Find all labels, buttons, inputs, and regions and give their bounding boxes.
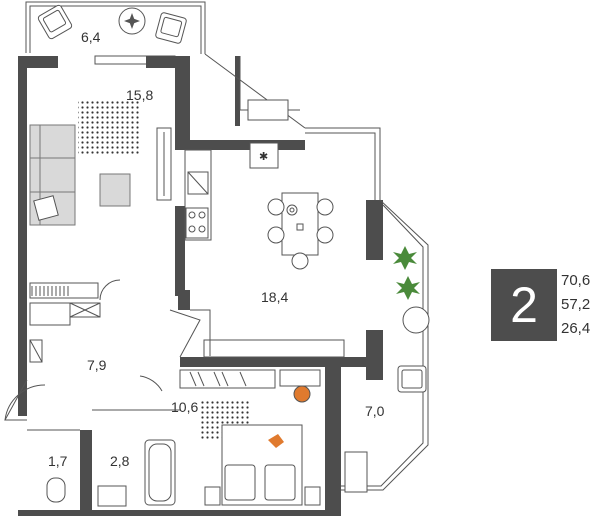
- bed-icon: [204, 424, 321, 506]
- plant-table-icon: [118, 7, 146, 35]
- kitchen-area: 26,4: [561, 320, 591, 337]
- wardrobe: [179, 369, 276, 389]
- stove-icon: [185, 207, 209, 239]
- sofa-icon: [29, 124, 76, 226]
- living-room: 15,8: [29, 87, 172, 301]
- balcony-top: 6,4: [25, 1, 206, 65]
- round-table: [402, 306, 430, 334]
- kitchen-bench: [203, 339, 345, 358]
- room-area-balcony-right: 7,0: [365, 403, 385, 419]
- bedroom: 10,6: [171, 369, 321, 506]
- room-area-bath: 2,8: [110, 453, 130, 469]
- rooms-count-badge: 2: [491, 269, 557, 341]
- desk-chair: [293, 385, 311, 403]
- armchair-icon: [155, 12, 187, 44]
- armchair-icon: [397, 365, 427, 393]
- plant-icon: [393, 246, 420, 300]
- room-area-wc: 1,7: [48, 453, 68, 469]
- room-area-living: 15,8: [126, 87, 153, 103]
- hall-bench: [29, 302, 71, 326]
- walls: [18, 56, 383, 516]
- bathrooms: 1,7 2,8: [27, 409, 180, 507]
- balcony-right: 7,0: [204, 53, 430, 493]
- desk: [279, 369, 321, 387]
- snowflake-icon: ✱: [259, 151, 268, 163]
- room-area-balcony-top: 6,4: [81, 29, 101, 45]
- hall: 7,9: [4, 302, 201, 421]
- dining-table: [267, 192, 334, 270]
- total-area: 70,6: [561, 272, 591, 289]
- armchair-icon: [37, 4, 73, 40]
- living-area: 57,2: [561, 296, 591, 313]
- fridge: [249, 142, 279, 169]
- room-area-bedroom: 10,6: [171, 399, 198, 415]
- room-area-hall: 7,9: [87, 357, 107, 373]
- coffee-table: [99, 173, 131, 207]
- room-area-kitchen: 18,4: [261, 289, 288, 305]
- balcony-shelf: [247, 99, 289, 121]
- dotted-rug: [78, 100, 140, 155]
- toilet-icon: [46, 477, 66, 503]
- balcony-cabinet: [344, 451, 368, 493]
- bath-sink: [97, 485, 127, 507]
- kitchen: ✱ 18,4: [184, 142, 345, 358]
- area-summary: 70,6 57,2 26,4: [561, 269, 600, 341]
